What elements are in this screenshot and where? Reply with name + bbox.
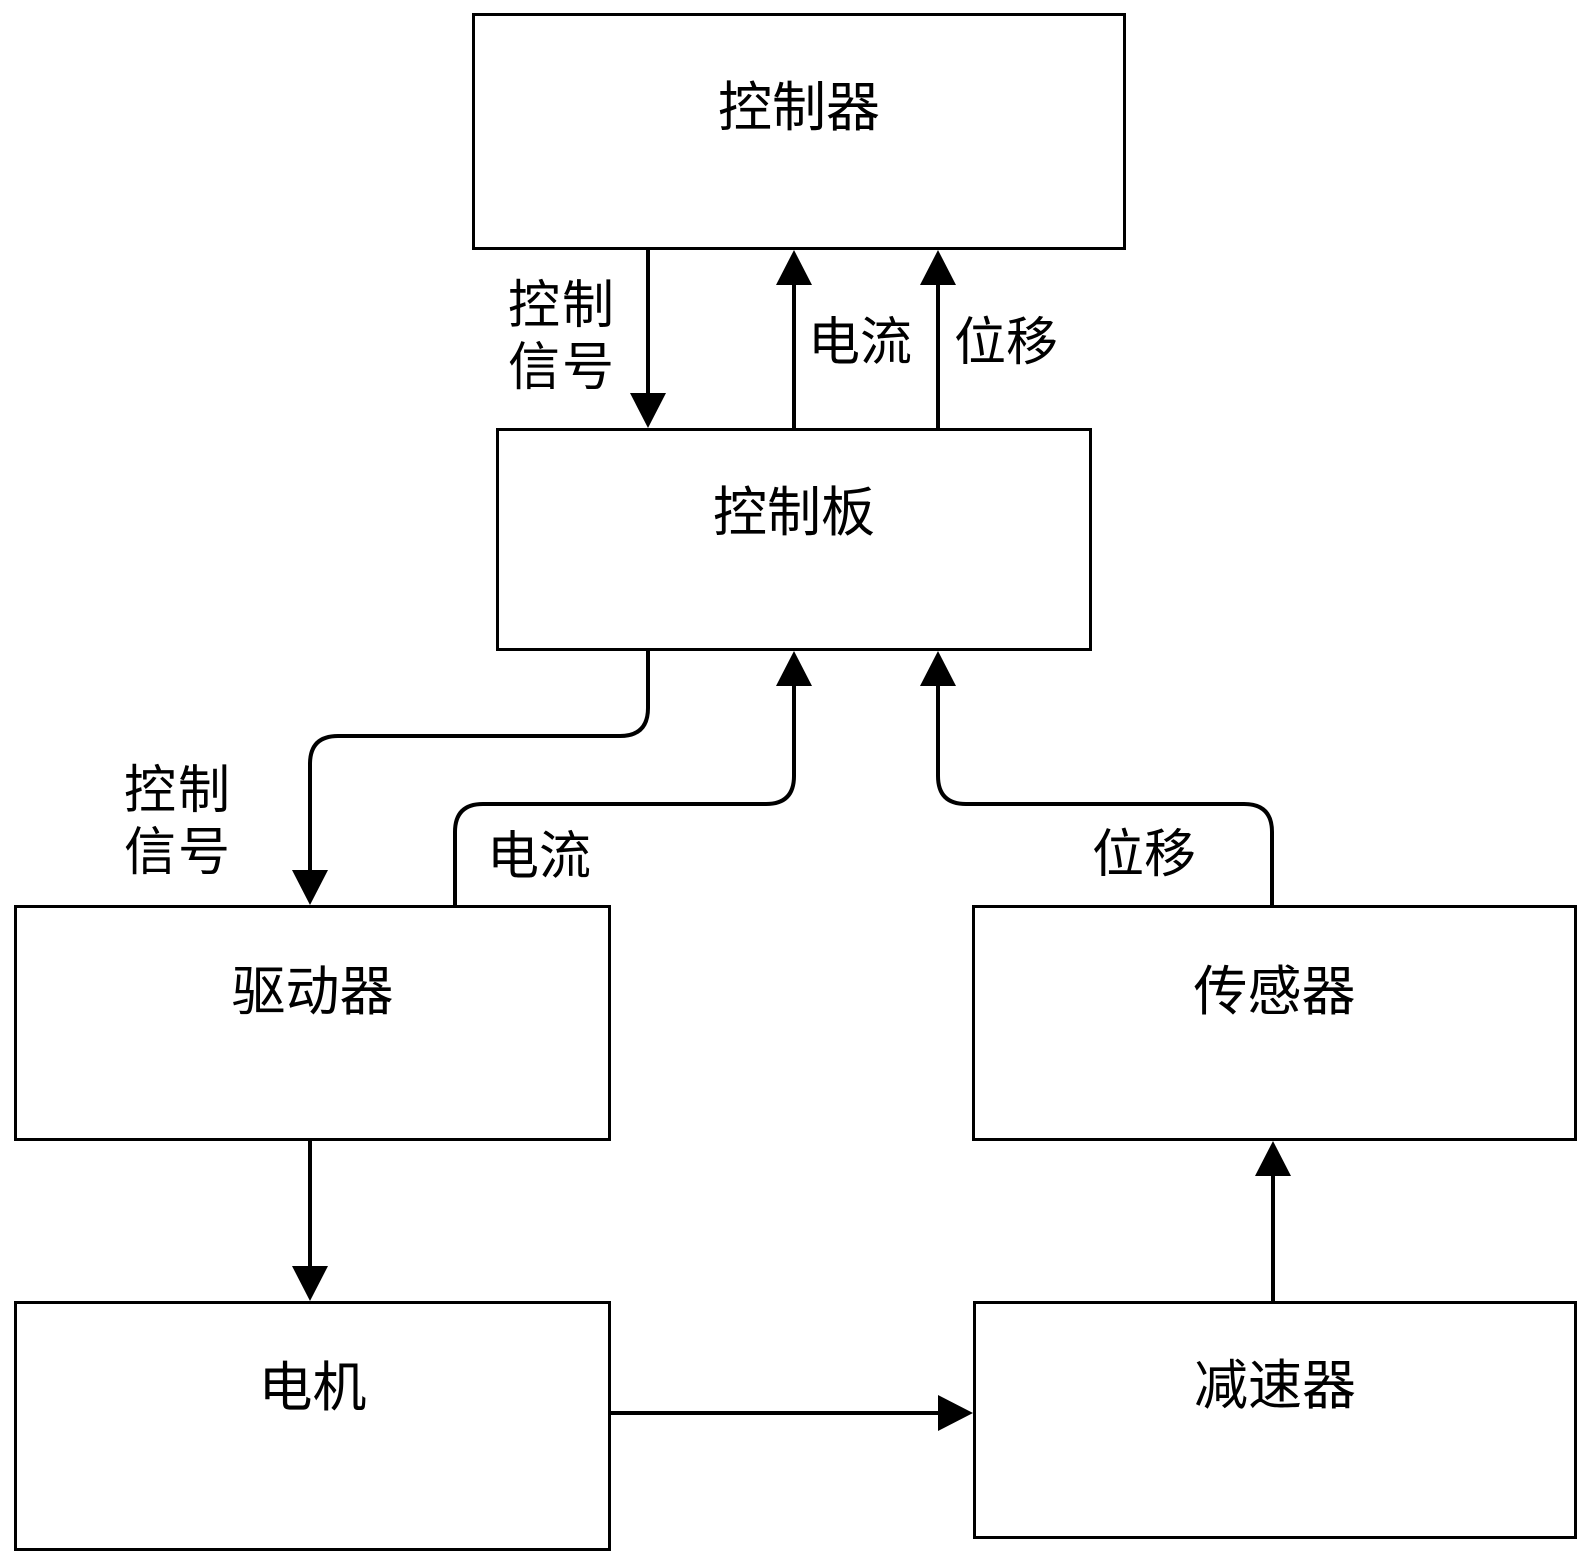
arrowhead-up — [920, 250, 956, 285]
arrowhead-down — [630, 393, 666, 428]
edge-label-control-signal-top: 控制信号 — [508, 276, 617, 398]
controller-label: 控制器 — [718, 76, 880, 139]
arrowhead-down — [292, 870, 328, 905]
arrowhead-up — [776, 651, 812, 686]
arrowhead-up — [1255, 1141, 1291, 1176]
driver-label: 驱动器 — [231, 960, 394, 1023]
control-board-label: 控制板 — [713, 481, 875, 544]
controller-box: 控制器 — [472, 13, 1126, 250]
sensor-label: 传感器 — [1193, 960, 1356, 1023]
control-board-box: 控制板 — [496, 428, 1092, 651]
edge-sensor-to-board-displacement — [936, 680, 1274, 905]
arrowhead-down — [292, 1266, 328, 1301]
arrowhead-up — [920, 651, 956, 686]
edge-label-displacement-bottom: 位移 — [1092, 825, 1197, 885]
edge-label-displacement-top: 位移 — [954, 313, 1059, 373]
arrowhead-right — [938, 1395, 973, 1431]
edge-label-current-top: 电流 — [808, 313, 913, 373]
sensor-box: 传感器 — [972, 905, 1577, 1141]
reducer-box: 减速器 — [973, 1301, 1577, 1539]
driver-box: 驱动器 — [14, 905, 611, 1141]
motor-box: 电机 — [14, 1301, 611, 1551]
edge-label-current-bottom: 电流 — [487, 827, 592, 887]
edge-board-to-driver-signal — [308, 651, 650, 875]
edge-label-control-signal-left: 控制信号 — [124, 761, 233, 883]
edge-driver-to-board-current — [453, 680, 796, 905]
motor-label: 电机 — [258, 1356, 367, 1419]
reducer-label: 减速器 — [1194, 1354, 1356, 1417]
arrowhead-up — [776, 250, 812, 285]
